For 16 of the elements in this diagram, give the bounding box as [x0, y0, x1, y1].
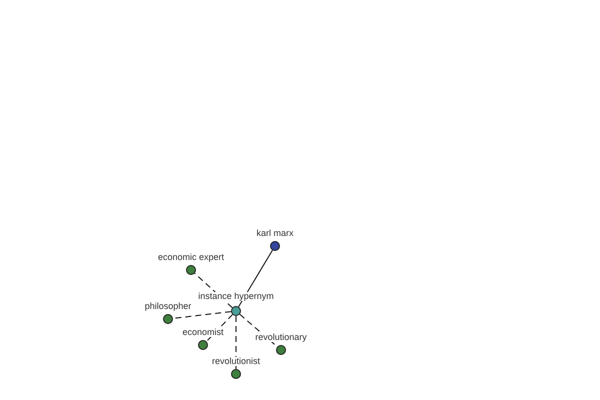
- dashed-line: [206, 314, 234, 342]
- node-label: philosopher: [144, 302, 192, 311]
- dashed-line: [194, 272, 233, 308]
- node-label: economic expert: [156, 253, 226, 262]
- node-label: karl marx: [256, 229, 294, 238]
- node-circle: [198, 340, 208, 350]
- node-circle: [276, 345, 286, 355]
- node-circle: [231, 306, 241, 316]
- node-circle: [270, 241, 280, 251]
- node-label: revolutionary: [254, 333, 308, 342]
- node-label: revolutionist: [210, 357, 262, 366]
- node-label: economist: [181, 328, 225, 337]
- node-circle: [231, 369, 241, 379]
- node-circle: [163, 314, 173, 324]
- node-label: instance hypernym: [197, 292, 275, 301]
- node-circle: [186, 265, 196, 275]
